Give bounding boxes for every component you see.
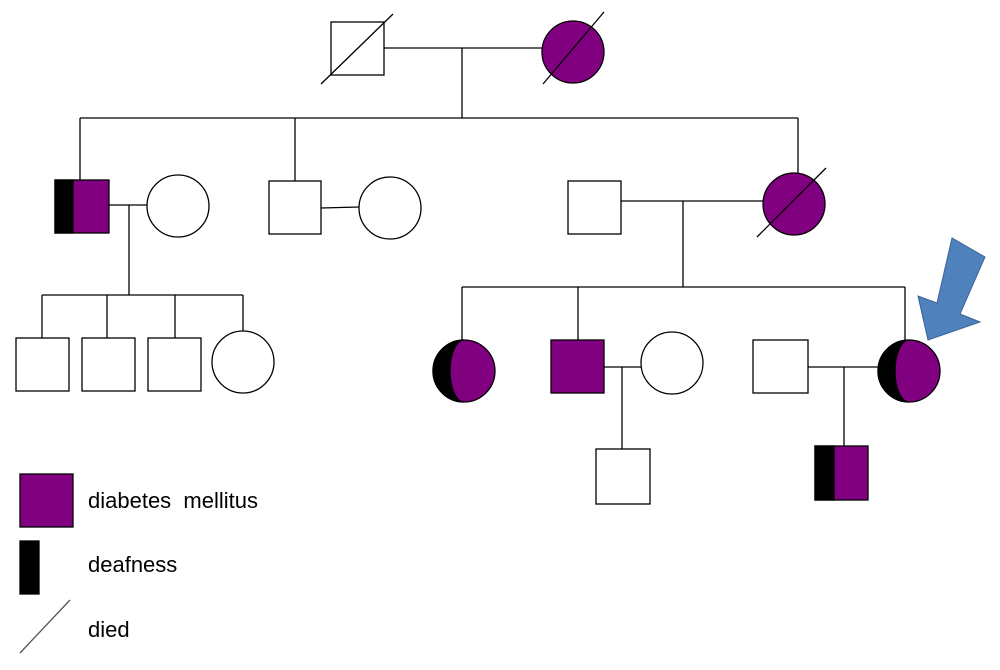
legend-died-label: died	[88, 617, 130, 642]
proband-arrow-icon	[917, 237, 986, 341]
died-slash	[320, 13, 394, 85]
legend-died-slash	[19, 599, 71, 654]
cousin-3	[147, 337, 202, 392]
nephew-unaffected	[595, 448, 651, 505]
cousin-4	[211, 330, 275, 394]
uncle2-spouse	[358, 176, 422, 240]
pedigree-lines	[41, 47, 906, 449]
brother-diabetic	[550, 339, 605, 394]
father-unaffected	[567, 180, 622, 235]
died-slash	[756, 167, 827, 238]
legend-diabetes-label: diabetes mellitus	[88, 488, 258, 513]
legend-deafness-swatch	[19, 540, 40, 595]
mother-diabetic-deceased	[756, 167, 827, 238]
cousin-1	[15, 337, 70, 392]
uncle-diabetic-deaf	[54, 179, 110, 234]
uncle2-unaffected	[268, 180, 322, 235]
cousin-2	[81, 337, 136, 392]
brother-husband-unaffected	[752, 339, 809, 394]
legend-deafness-label: deafness	[88, 552, 178, 577]
sister-diabetic-deaf	[432, 339, 496, 403]
grandfather-deceased	[320, 13, 394, 85]
died-slash	[542, 11, 605, 85]
brother-spouse	[640, 331, 704, 395]
son-diabetic-deaf	[814, 445, 869, 501]
uncle-spouse	[146, 174, 210, 238]
legend-diabetes-swatch	[19, 473, 74, 528]
proband-diabetic-deaf	[877, 339, 941, 403]
grandmother-diabetic-deceased	[541, 11, 605, 85]
